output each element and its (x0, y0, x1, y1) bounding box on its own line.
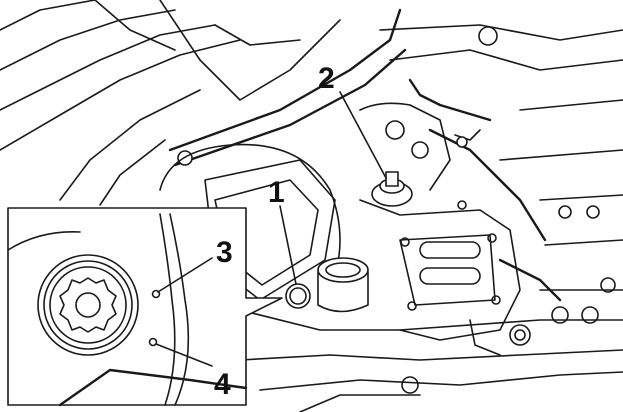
callout-1: 1 (268, 176, 285, 209)
fairing-panels (0, 0, 341, 206)
oil-level-window (285, 283, 311, 309)
inset-detail-box (7, 207, 283, 407)
lower-frame (239, 205, 623, 412)
frame-bar (168, 8, 407, 167)
leader-lines (155, 91, 387, 367)
oil-filter (317, 257, 369, 313)
callout-3: 3 (216, 236, 233, 269)
callout-4: 4 (214, 368, 231, 401)
engine-block (359, 24, 623, 291)
crankcase-cover (359, 199, 521, 341)
oil-filler-cap (371, 171, 413, 207)
callout-2: 2 (318, 62, 335, 95)
